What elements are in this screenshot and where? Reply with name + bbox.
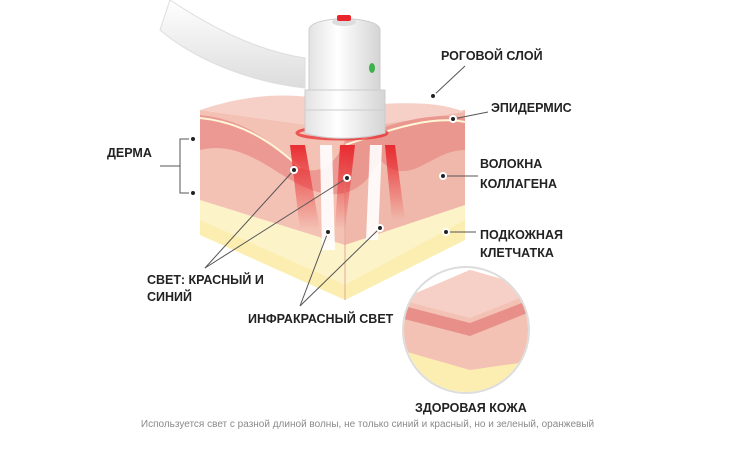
label-stratum-corneum: РОГОВОЙ СЛОЙ — [441, 48, 543, 63]
power-button-icon — [337, 15, 351, 21]
label-subcutis-2: КЛЕТЧАТКА — [480, 246, 554, 260]
label-light-2: СИНИЙ — [147, 289, 192, 304]
hose — [159, 0, 306, 89]
caption: Используется свет с разной длиной волны,… — [140, 419, 595, 430]
indicator-icon — [369, 63, 375, 73]
label-collagen-1: ВОЛОКНА — [480, 157, 542, 171]
label-healthy-skin: ЗДОРОВАЯ КОЖА — [415, 401, 527, 415]
healthy-skin-inset — [402, 266, 530, 394]
light-beams — [290, 145, 405, 250]
leaders — [160, 65, 489, 307]
label-subcutis-1: ПОДКОЖНАЯ — [480, 228, 563, 242]
label-dermis: ДЕРМА — [107, 146, 152, 160]
label-light-1: СВЕТ: КРАСНЫЙ И — [147, 272, 264, 287]
device — [295, 15, 389, 141]
label-collagen-2: КОЛЛАГЕНА — [480, 177, 557, 191]
label-infrared: ИНФРАКРАСНЫЙ СВЕТ — [248, 311, 394, 326]
label-epidermis: ЭПИДЕРМИС — [491, 101, 572, 115]
